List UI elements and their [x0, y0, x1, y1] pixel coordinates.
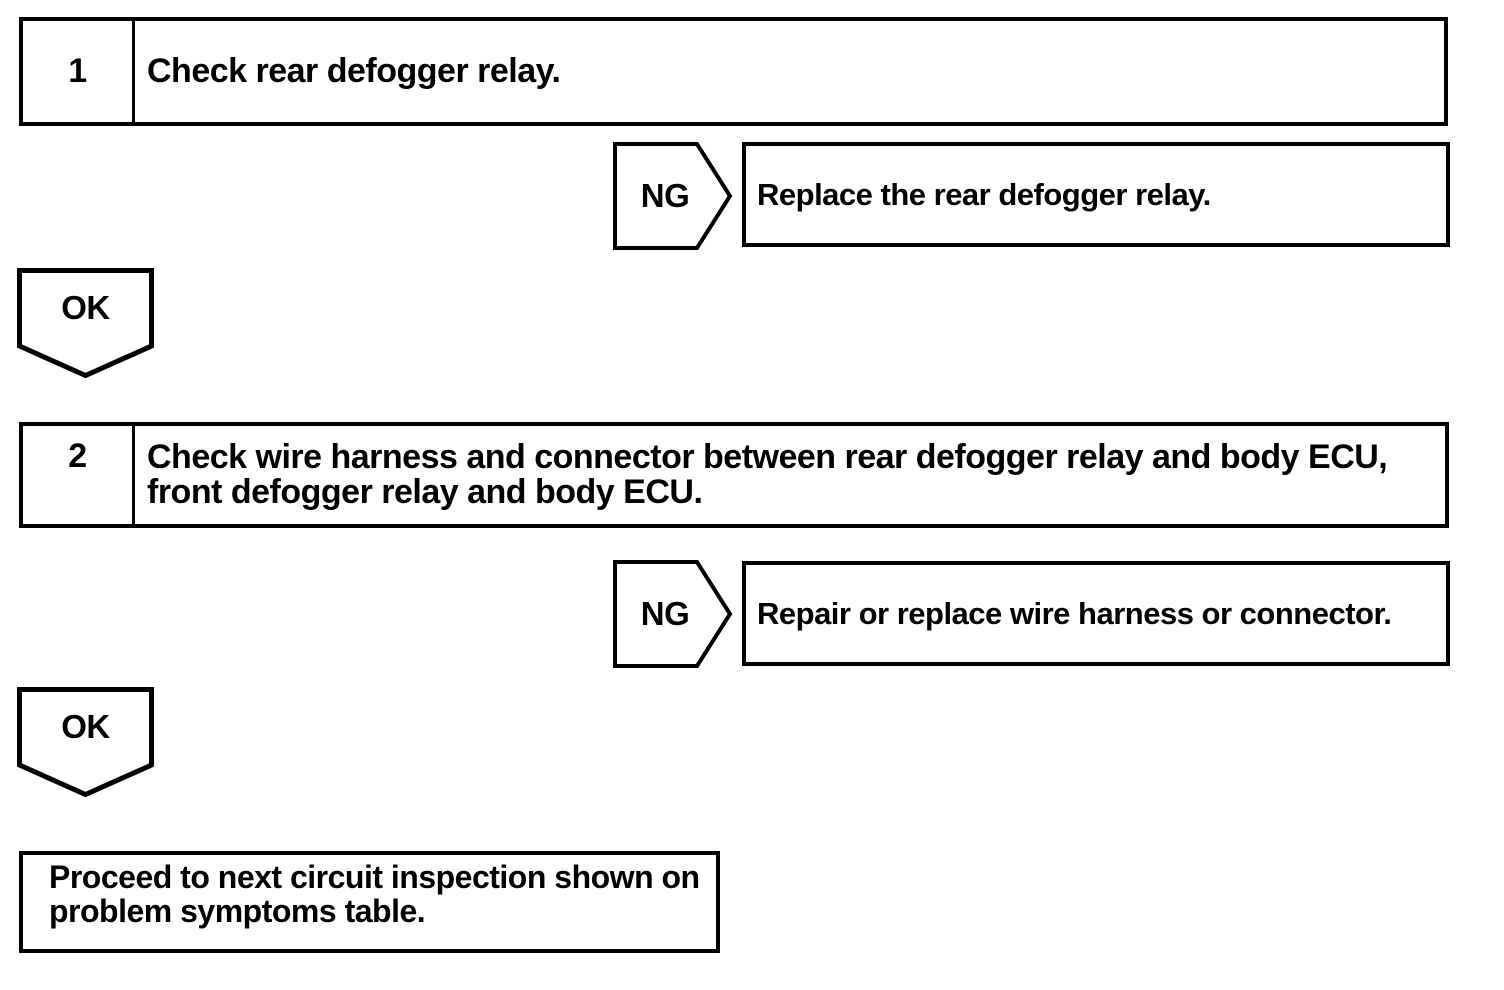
step-2-ok-pointer: OK: [17, 687, 154, 797]
step-1-instruction-cell: Check rear defogger relay.: [135, 21, 1444, 122]
ok-arrow-shape-icon: [17, 268, 154, 378]
step-2-box: 2 Check wire harness and connector betwe…: [19, 422, 1449, 528]
terminal-box: Proceed to next circuit inspection shown…: [19, 851, 720, 953]
ng-arrow-shape-icon: [613, 142, 733, 250]
step-2-ng-action-box: Repair or replace wire harness or connec…: [742, 561, 1450, 666]
step-2-instruction-cell: Check wire harness and connector between…: [135, 426, 1445, 524]
step-1-ng-label: NG: [640, 177, 690, 214]
step-2-number: 2: [68, 437, 87, 475]
step-1-ok-label: OK: [61, 289, 110, 326]
ng-arrow-shape-icon: [613, 560, 733, 668]
step-2-instruction: Check wire harness and connector between…: [147, 438, 1388, 511]
step-1-number-cell: 1: [23, 21, 135, 122]
step-1-number: 1: [68, 52, 87, 90]
step-2-ng-action-text: Repair or replace wire harness or connec…: [757, 596, 1392, 631]
step-1-instruction: Check rear defogger relay.: [147, 52, 561, 90]
step-1-ng-action-text: Replace the rear defogger relay.: [757, 177, 1211, 212]
step-2-ng-label: NG: [640, 595, 690, 632]
terminal-text: Proceed to next circuit inspection shown…: [49, 859, 700, 929]
ok-arrow-shape-icon: [17, 687, 154, 797]
step-1-box: 1 Check rear defogger relay.: [19, 17, 1448, 126]
step-1-ok-pointer: OK: [17, 268, 154, 378]
step-2-ok-label: OK: [61, 708, 110, 745]
step-1-ng-action-box: Replace the rear defogger relay.: [742, 142, 1450, 247]
step-1-ng-pointer: NG: [613, 142, 733, 250]
step-2-ng-pointer: NG: [613, 560, 733, 668]
step-2-number-cell: 2: [23, 426, 135, 524]
